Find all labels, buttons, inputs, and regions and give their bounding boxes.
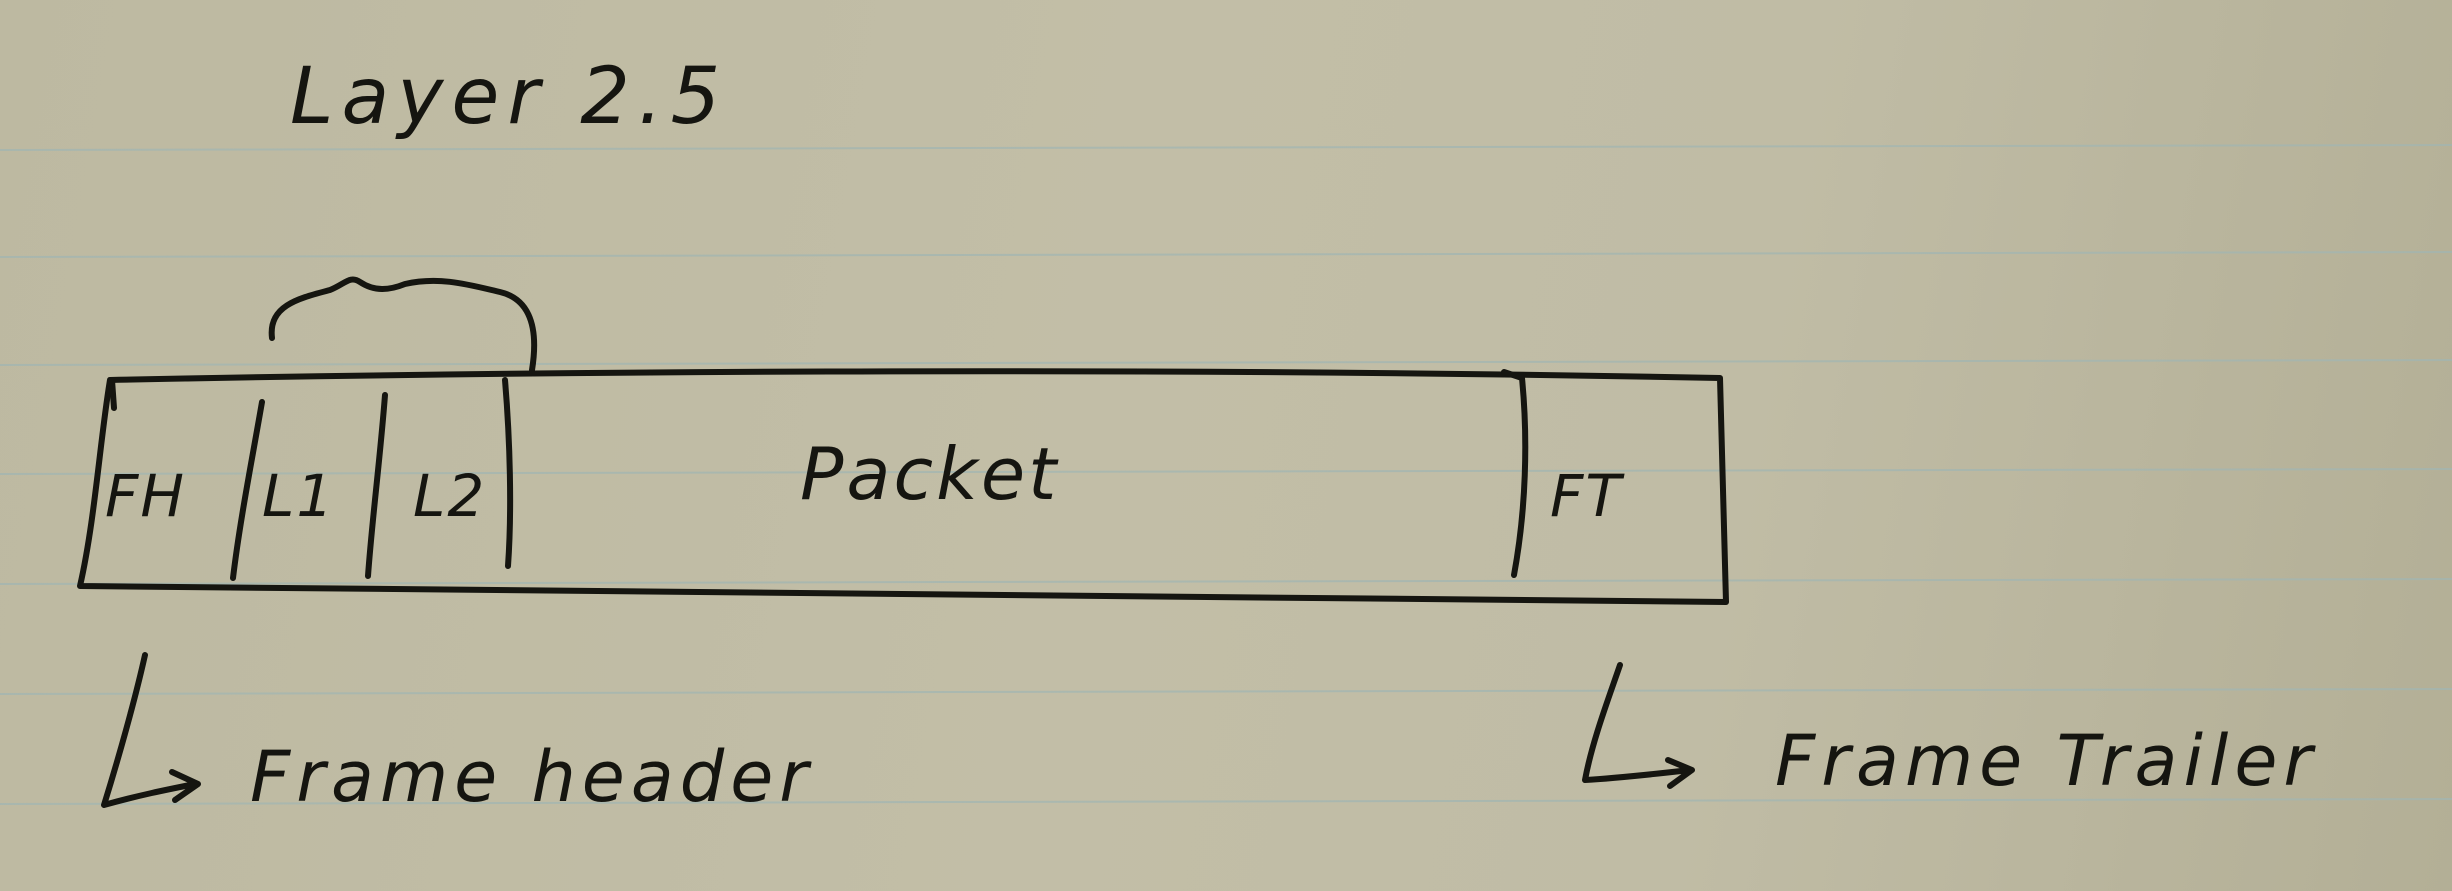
l1-l2-divider [365, 392, 388, 579]
frame-header-annotation: Frame header [250, 736, 815, 818]
box-corner-tick [109, 377, 117, 411]
l2-packet-divider [502, 377, 514, 569]
label-2-cell-label: L2 [413, 462, 487, 530]
frame-header-arrow [101, 652, 201, 808]
packet-cell-label: Packet [800, 432, 1060, 516]
diagram-title: Layer 2.5 [290, 52, 729, 142]
fh-l1-divider [230, 399, 265, 581]
frame-trailer-annotation: Frame Trailer [1775, 720, 2319, 802]
frame-box [77, 368, 1729, 605]
frame-trailer-arrow [1582, 662, 1695, 789]
frame-trailer-cell-label: FT [1550, 462, 1623, 530]
frame-header-cell-label: FH [105, 462, 186, 530]
label-1-cell-label: L1 [262, 462, 336, 530]
layer-brace [268, 276, 538, 373]
packet-ft-divider [1501, 369, 1529, 578]
